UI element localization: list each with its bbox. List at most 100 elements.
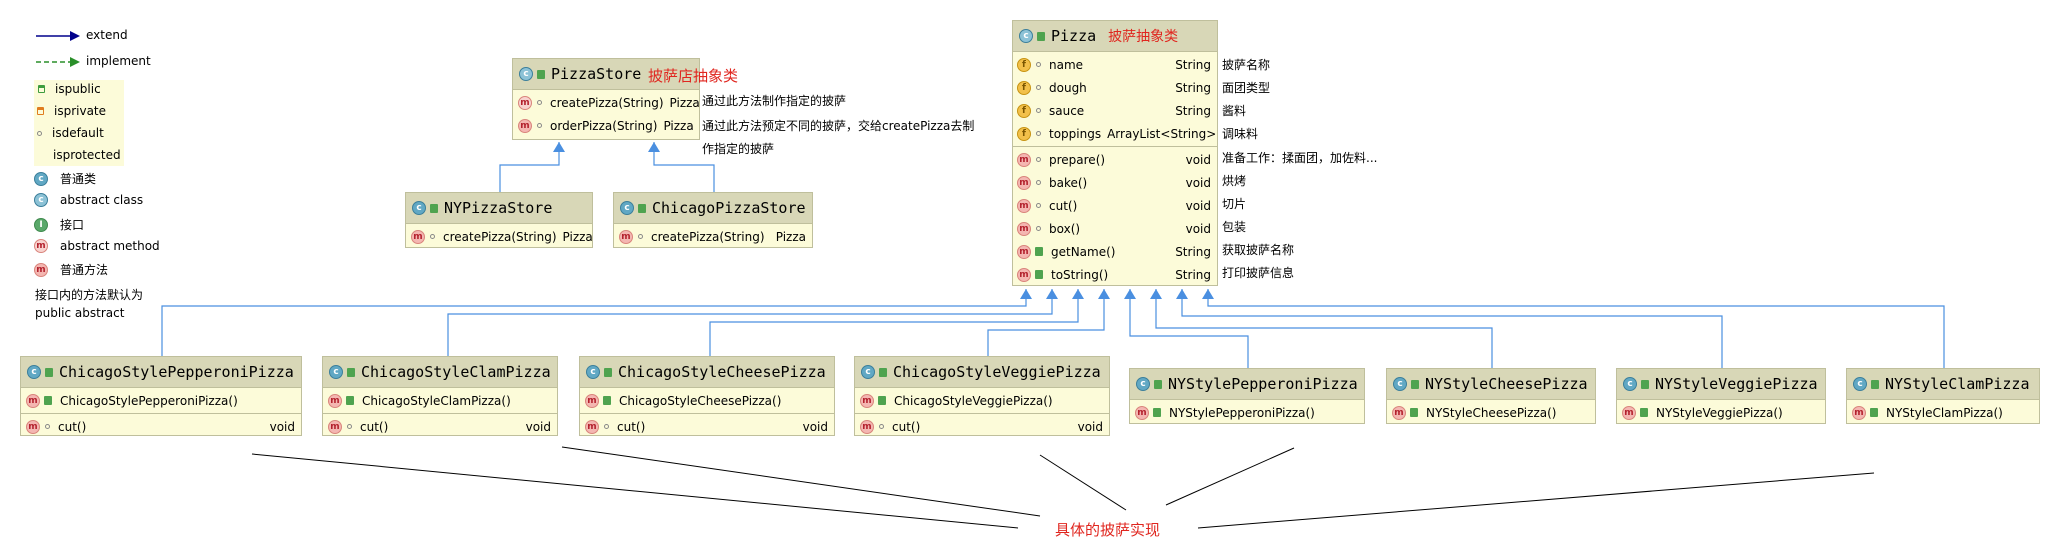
default-icon (1036, 157, 1041, 162)
public-icon (603, 396, 611, 405)
method-row[interactable]: m createPizza(String) Pizza (406, 225, 593, 248)
method-type: Pizza (663, 118, 694, 133)
legend-extend-arrow (36, 31, 80, 41)
class-chicago-pizza-store[interactable]: c ChicagoPizzaStore m createPizza(String… (613, 192, 813, 248)
class-pizza[interactable]: c Pizza 披萨抽象类 f name String f dough Stri… (1012, 20, 1218, 286)
create-pizza-comment: 通过此方法制作指定的披萨 (702, 94, 847, 108)
method-row[interactable]: m orderPizza(String) Pizza (513, 114, 699, 137)
class-name: NYStylePepperoniPizza (1168, 375, 1358, 393)
inherit-line-3 (709, 289, 1084, 356)
method-row[interactable]: m cut() void (1013, 194, 1217, 217)
constructor-name: NYStyleClamPizza() (1886, 405, 2003, 420)
public-icon (1410, 408, 1418, 417)
constructor-name: NYStyleCheesePizza() (1426, 405, 1557, 420)
method-row[interactable]: m createPizza(String) Pizza (513, 91, 700, 114)
class-name: NYStyleVeggiePizza (1655, 375, 1818, 393)
class-chicago-clam-pizza[interactable]: c ChicagoStyleClamPizza m ChicagoStyleCl… (322, 356, 558, 436)
class-pizza-store[interactable]: c PizzaStore m createPizza(String) Pizza… (512, 58, 700, 140)
method-row[interactable]: m prepare() void (1013, 148, 1217, 171)
abstract-method-icon: m (34, 239, 48, 253)
abstract-class-icon: c (1019, 29, 1033, 43)
class-ny-pizza-store[interactable]: c NYPizzaStore m createPizza(String) Piz… (405, 192, 593, 248)
class-ny-pepperoni-pizza[interactable]: c NYStylePepperoniPizza m NYStylePeppero… (1129, 368, 1365, 424)
method-icon: m (328, 419, 342, 434)
inherit-line-1 (161, 289, 1032, 356)
legend-interface: I 接口 (34, 216, 84, 233)
method-type: String (1175, 244, 1211, 259)
method-row[interactable]: m box() void (1013, 217, 1217, 240)
method-icon: m (1852, 405, 1866, 420)
default-icon (1036, 226, 1041, 231)
field-type: String (1175, 103, 1211, 118)
default-icon (430, 234, 435, 239)
box-comment: 包装 (1222, 220, 1247, 234)
class-ny-cheese-pizza[interactable]: c NYStyleCheesePizza m NYStyleCheesePizz… (1386, 368, 1596, 424)
annotation-line-2 (561, 446, 1041, 517)
method-row[interactable]: m getName() String (1013, 240, 1217, 263)
constructor-row[interactable]: m NYStyleCheesePizza() (1387, 401, 1595, 424)
public-icon (1411, 379, 1419, 389)
class-chicago-pepperoni-pizza[interactable]: c ChicagoStylePepperoniPizza m ChicagoSt… (20, 356, 302, 436)
name-comment: 披萨名称 (1222, 58, 1271, 72)
default-icon (638, 234, 643, 239)
legend-isdefault: isdefault (37, 126, 104, 140)
constructors-section: m ChicagoStyleVeggiePizza() (855, 388, 1109, 414)
method-name: cut() (892, 419, 921, 434)
method-icon: m (585, 393, 599, 408)
class-header: c PizzaStore (513, 59, 699, 90)
method-icon: m (328, 393, 342, 408)
constructor-row[interactable]: m NYStyleVeggiePizza() (1617, 401, 1825, 424)
constructor-row[interactable]: m NYStylePepperoniPizza() (1130, 401, 1364, 424)
method-row[interactable]: m bake() void (1013, 171, 1217, 194)
class-name: NYStyleClamPizza (1885, 375, 2030, 393)
method-type: Pizza (775, 229, 806, 244)
constructor-row[interactable]: m ChicagoStyleCheesePizza() (580, 389, 834, 412)
field-row[interactable]: f name String (1013, 53, 1217, 76)
public-icon (1641, 379, 1649, 389)
method-icon: m (26, 393, 40, 408)
public-icon (604, 367, 612, 377)
methods-section: m cut() void (580, 414, 834, 439)
class-name: NYStyleCheesePizza (1425, 375, 1588, 393)
legend-implement-label: implement (86, 54, 151, 68)
constructors-section: m ChicagoStylePepperoniPizza() (21, 388, 301, 414)
chicago-store-inherit-line (648, 142, 715, 192)
class-ny-veggie-pizza[interactable]: c NYStyleVeggiePizza m NYStyleVeggiePizz… (1616, 368, 1826, 424)
class-icon: c (861, 365, 875, 379)
pizza-store-note: 披萨店抽象类 (648, 67, 739, 85)
constructor-name: NYStyleVeggiePizza() (1656, 405, 1783, 420)
default-icon (1036, 108, 1041, 113)
default-icon (347, 424, 352, 429)
method-name: createPizza(String) (651, 229, 765, 244)
constructor-name: NYStylePepperoniPizza() (1169, 405, 1315, 420)
class-header: c ChicagoStyleClamPizza (323, 357, 557, 388)
method-row[interactable]: m cut() void (21, 415, 301, 438)
inherit-line-6 (1150, 289, 1493, 368)
method-type: String (1175, 267, 1211, 282)
constructor-row[interactable]: m ChicagoStylePepperoniPizza() (21, 389, 301, 412)
class-icon: c (27, 365, 41, 379)
constructors-section: m NYStyleCheesePizza() (1387, 400, 1595, 425)
class-chicago-cheese-pizza[interactable]: c ChicagoStyleCheesePizza m ChicagoStyle… (579, 356, 835, 436)
constructor-row[interactable]: m ChicagoStyleClamPizza() (323, 389, 557, 412)
method-row[interactable]: m toString() String (1013, 263, 1217, 286)
class-ny-clam-pizza[interactable]: c NYStyleClamPizza m NYStyleClamPizza() (1846, 368, 2040, 424)
class-chicago-veggie-pizza[interactable]: c ChicagoStyleVeggiePizza m ChicagoStyle… (854, 356, 1110, 436)
method-row[interactable]: m cut() void (855, 415, 1109, 438)
inherit-line-5 (1124, 289, 1249, 368)
field-row[interactable]: f sauce String (1013, 99, 1217, 122)
ny-store-inherit-line (499, 142, 565, 192)
field-row[interactable]: f dough String (1013, 76, 1217, 99)
legend-abstract-method-label: abstract method (60, 239, 160, 253)
method-icon: m (1017, 267, 1031, 282)
get-name-comment: 获取披萨名称 (1222, 243, 1295, 257)
method-row[interactable]: m cut() void (580, 415, 834, 438)
constructor-row[interactable]: m NYStyleClamPizza() (1847, 401, 2039, 424)
field-row[interactable]: f toppings ArrayList<String> (1013, 122, 1217, 145)
methods-section: m createPizza(String) Pizza m orderPizza… (513, 90, 700, 138)
method-row[interactable]: m createPizza(String) Pizza (614, 225, 812, 248)
method-type: void (269, 419, 295, 434)
constructor-row[interactable]: m ChicagoStyleVeggiePizza() (855, 389, 1109, 412)
method-row[interactable]: m cut() void (323, 415, 557, 438)
